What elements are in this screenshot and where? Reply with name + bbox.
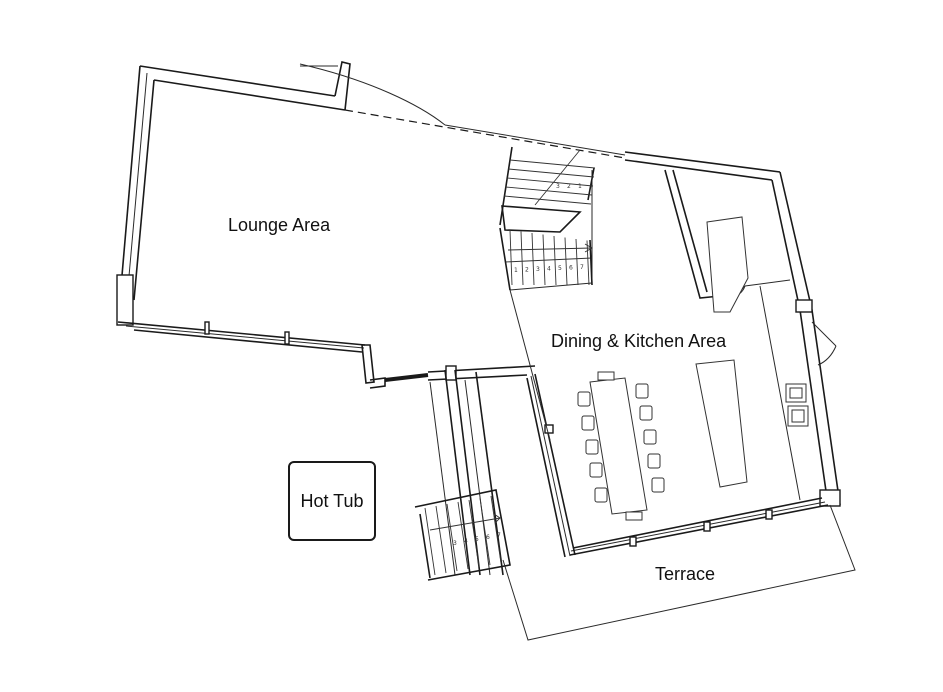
lounge-area-label: Lounge Area (228, 215, 331, 235)
stair-step-number-middle: 5 (558, 265, 562, 272)
dining-chair (581, 415, 595, 431)
hot-tub: Hot Tub (288, 461, 376, 541)
dining-chair (625, 511, 643, 521)
dining-chair (647, 453, 661, 469)
glazing-line (344, 109, 626, 159)
stair-step-number-middle: 7 (580, 264, 584, 271)
stair-step-number-middle: 2 (525, 267, 529, 274)
upper-staircase (499, 146, 596, 291)
dining-chair (577, 391, 591, 407)
stair-step-number-lower: 5 (475, 536, 479, 543)
stair-step-number-lower: 3 (453, 540, 457, 547)
stair-step-number-lower: 7 (497, 532, 501, 539)
stair-step-number-upper: 3 (556, 183, 560, 190)
kitchen-furniture (577, 216, 809, 521)
terrace-outline (502, 504, 856, 641)
kitchen-island-upper (706, 216, 749, 313)
lounge-walls (116, 61, 626, 389)
stair-step-number-middle: 6 (569, 265, 573, 272)
lower-staircase (424, 495, 502, 576)
dining-chair (651, 477, 665, 493)
stair-step-number-lower: 4 (464, 538, 468, 545)
stair-step-number-upper: 1 (578, 183, 582, 190)
hot-tub-label: Hot Tub (300, 490, 364, 511)
dining-chair (597, 371, 615, 381)
stair-step-number-middle: 3 (536, 266, 540, 273)
dining-chair (643, 429, 657, 445)
dining-chair (594, 487, 608, 503)
stair-step-number-upper: 2 (567, 183, 571, 190)
stair-step-number-lower: 6 (486, 534, 490, 541)
dining-kitchen-area-label: Dining & Kitchen Area (551, 331, 727, 351)
dining-chair (639, 405, 653, 421)
terrace-label: Terrace (655, 564, 715, 584)
corridor-walls (414, 369, 511, 581)
kitchen-island (695, 359, 748, 488)
dining-chair (589, 462, 603, 478)
stair-step-number-middle: 4 (547, 266, 551, 273)
dining-chair (585, 439, 599, 455)
dining-chair (635, 383, 649, 399)
stair-step-number-middle: 1 (514, 267, 518, 274)
